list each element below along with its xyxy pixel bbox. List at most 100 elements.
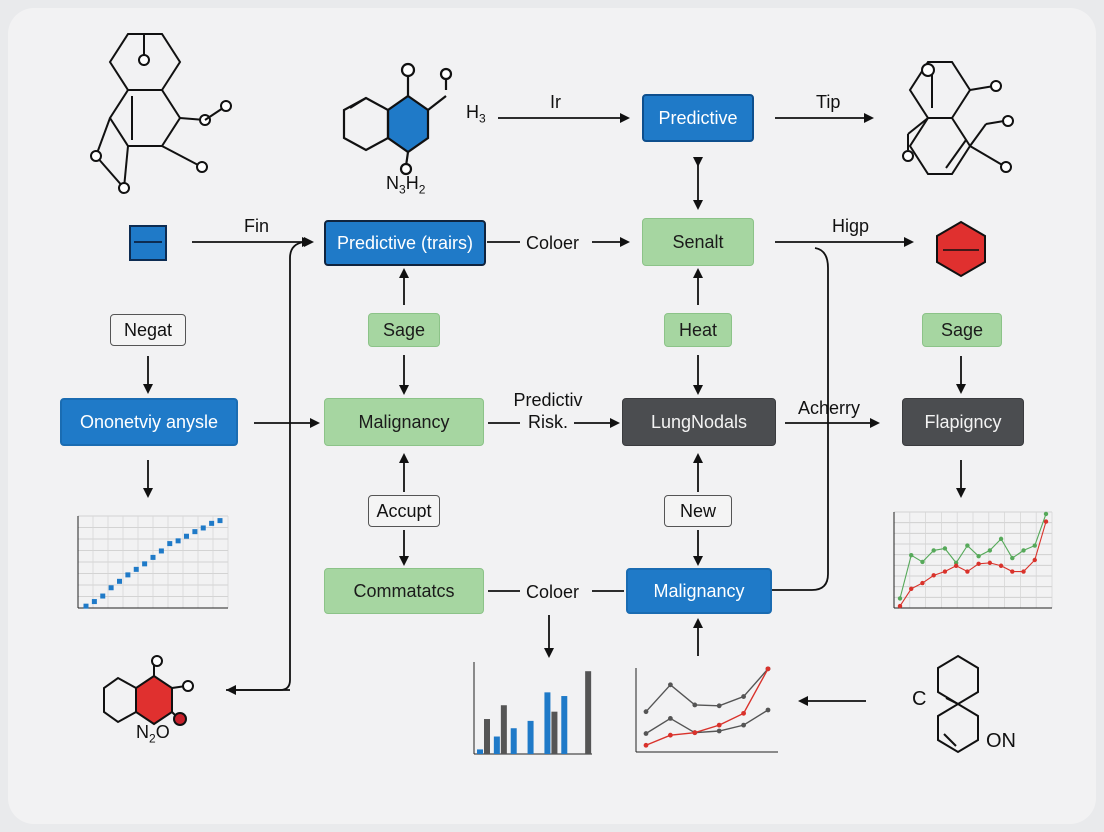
node-accupt[interactable]: Accupt bbox=[368, 495, 440, 527]
fused-ring-molecule-icon bbox=[90, 33, 232, 194]
series-point bbox=[920, 580, 925, 586]
series-point bbox=[716, 728, 722, 734]
scatter-point bbox=[142, 561, 148, 567]
series-point bbox=[953, 563, 959, 568]
node-commatatcs[interactable]: Commatatcs bbox=[324, 568, 484, 614]
node-lungnodals[interactable]: LungNodals bbox=[622, 398, 776, 446]
bar bbox=[484, 719, 490, 754]
series-point bbox=[987, 548, 993, 553]
series-line bbox=[645, 668, 769, 746]
node-flapigncy[interactable]: Flapigncy bbox=[902, 398, 1024, 446]
series-point bbox=[668, 732, 673, 738]
scatter-point bbox=[209, 520, 215, 526]
scatter-point bbox=[108, 585, 114, 591]
edge-label-fin: Fin bbox=[242, 216, 272, 236]
series-point bbox=[1021, 569, 1026, 574]
series-point bbox=[998, 563, 1004, 568]
nitro-molecule-icon bbox=[103, 655, 194, 726]
scatter-point bbox=[158, 548, 164, 554]
bar-chart bbox=[473, 662, 592, 755]
scatter-chart bbox=[77, 515, 229, 609]
series-point bbox=[716, 722, 722, 728]
series-point bbox=[976, 561, 981, 567]
scatter-point bbox=[133, 566, 139, 572]
series-point bbox=[765, 707, 771, 713]
scatter-point bbox=[83, 603, 89, 609]
node-senalt[interactable]: Senalt bbox=[642, 218, 754, 266]
series-point bbox=[692, 702, 698, 708]
scatter-point bbox=[167, 541, 173, 547]
scatter-point bbox=[125, 572, 131, 578]
spiro-molecule-icon bbox=[937, 654, 979, 754]
scatter-point bbox=[91, 599, 97, 605]
molecule-label-on: ON bbox=[986, 730, 1016, 752]
molecule-label-h3: H3 bbox=[466, 102, 486, 126]
series-point bbox=[1010, 555, 1015, 561]
scatter-point bbox=[184, 533, 189, 539]
series-point bbox=[942, 546, 948, 551]
node-predictive[interactable]: Predictive bbox=[642, 94, 754, 142]
series-point bbox=[998, 536, 1004, 542]
molecule-label-n3h2: N3H2 bbox=[386, 173, 426, 197]
edge-loop-right bbox=[772, 247, 829, 591]
scatter-point bbox=[192, 529, 198, 535]
edge-label-risk: Risk. bbox=[528, 412, 568, 432]
series-point bbox=[1043, 519, 1049, 524]
molecule-label-c: C bbox=[912, 688, 927, 710]
bar bbox=[561, 696, 568, 754]
series-line bbox=[645, 668, 769, 713]
red-hexagon-icon bbox=[936, 220, 986, 278]
series-point bbox=[1032, 543, 1037, 548]
scatter-point bbox=[175, 538, 181, 544]
molecule-label-n2o: N2O bbox=[136, 722, 170, 746]
series-point bbox=[976, 553, 981, 559]
bar bbox=[551, 711, 558, 754]
naphthalene-molecule-icon bbox=[342, 62, 453, 176]
edge-label-ir: Ir bbox=[548, 92, 563, 112]
series-point bbox=[942, 569, 948, 574]
line-chart-right bbox=[893, 511, 1053, 609]
series-point bbox=[643, 742, 649, 748]
node-malignancy-mid[interactable]: Malignancy bbox=[324, 398, 484, 446]
bar bbox=[500, 705, 507, 754]
edge-label-predictiv-risk: Predictiv Risk. bbox=[508, 389, 588, 433]
series-point bbox=[1043, 511, 1049, 517]
edge-label-tip: Tip bbox=[814, 92, 843, 112]
series-point bbox=[668, 682, 673, 688]
node-predictive-trairs[interactable]: Predictive (trairs) bbox=[324, 220, 486, 266]
node-sage-left[interactable]: Sage bbox=[368, 313, 440, 347]
edge-label-coloer-top: Coloer bbox=[524, 233, 582, 253]
node-new[interactable]: New bbox=[664, 495, 732, 527]
bar bbox=[493, 736, 500, 754]
scatter-point bbox=[200, 525, 206, 531]
series-point bbox=[1032, 557, 1037, 563]
series-point bbox=[765, 666, 771, 672]
series-point bbox=[643, 731, 649, 736]
series-point bbox=[987, 560, 993, 566]
fused-ring-molecule-icon bbox=[902, 61, 1014, 175]
series-line bbox=[645, 709, 769, 735]
series-point bbox=[965, 569, 970, 574]
line-chart bbox=[635, 666, 778, 753]
node-sage-right[interactable]: Sage bbox=[922, 313, 1002, 347]
node-negat[interactable]: Negat bbox=[110, 314, 186, 346]
series-point bbox=[643, 709, 649, 715]
bar bbox=[477, 749, 483, 754]
series-point bbox=[909, 586, 914, 591]
node-ononetviy-anysle[interactable]: Ononetviy anysle bbox=[60, 398, 238, 446]
series-point bbox=[692, 730, 698, 736]
node-malignancy-bottom[interactable]: Malignancy bbox=[626, 568, 772, 614]
scatter-point bbox=[100, 593, 106, 599]
series-point bbox=[931, 548, 936, 553]
series-point bbox=[897, 603, 903, 609]
series-point bbox=[741, 722, 746, 728]
series-point bbox=[1010, 569, 1015, 574]
series-point bbox=[741, 710, 746, 716]
series-point bbox=[920, 559, 925, 565]
series-point bbox=[1021, 548, 1026, 553]
node-heat[interactable]: Heat bbox=[664, 313, 732, 347]
scatter-point bbox=[217, 518, 223, 524]
scatter-point bbox=[150, 554, 156, 560]
